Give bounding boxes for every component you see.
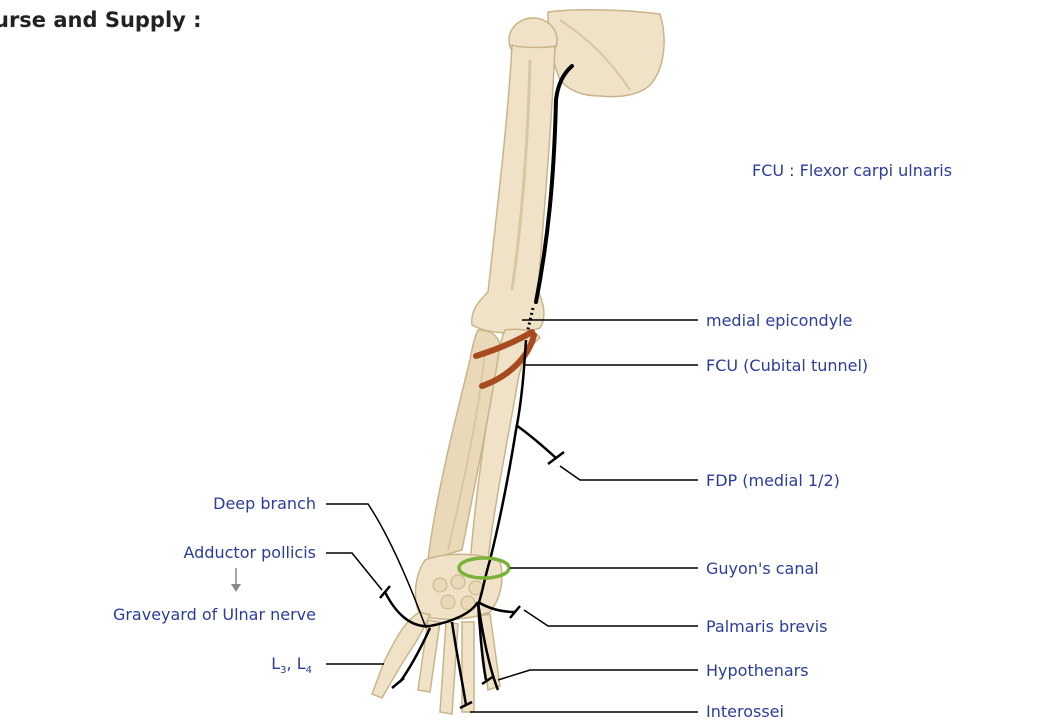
- lumbrical-sub-4: 4: [306, 665, 312, 676]
- label-deep-branch: Deep branch: [213, 494, 316, 514]
- lumbrical-l: L: [271, 654, 280, 673]
- label-medial-epicondyle: medial epicondyle: [706, 311, 852, 331]
- label-fdp: FDP (medial 1/2): [706, 471, 840, 491]
- label-guyons-canal: Guyon's canal: [706, 559, 819, 579]
- label-lumbricals: L3, L4: [271, 654, 312, 681]
- lumbrical-sep: , L: [287, 654, 306, 673]
- fcu-abbreviation-note: FCU : Flexor carpi ulnaris: [752, 161, 952, 181]
- label-hypothenars: Hypothenars: [706, 661, 809, 681]
- fdp-branch: [516, 425, 556, 458]
- label-adductor-pollicis: Adductor pollicis: [184, 543, 317, 563]
- section-heading: urse and Supply :: [0, 8, 202, 32]
- label-palmaris-brevis: Palmaris brevis: [706, 617, 828, 637]
- label-fcu-cubital-tunnel: FCU (Cubital tunnel): [706, 356, 868, 376]
- label-interossei: Interossei: [706, 702, 784, 722]
- label-graveyard-ulnar-nerve: Graveyard of Ulnar nerve: [113, 605, 316, 625]
